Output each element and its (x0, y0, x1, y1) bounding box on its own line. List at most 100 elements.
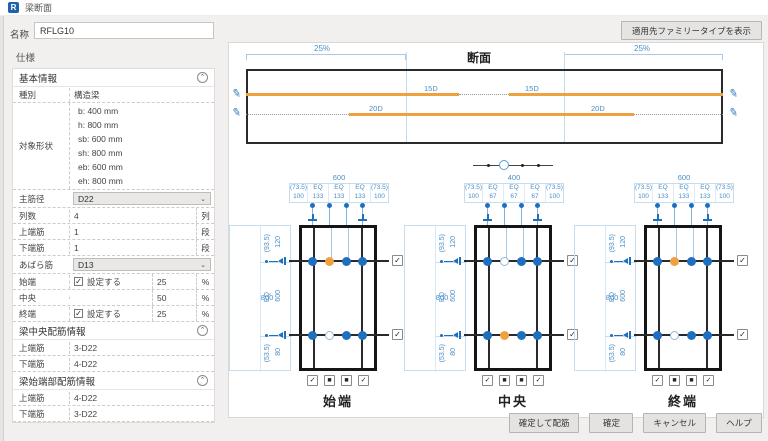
top-bars-input[interactable]: 1 (69, 225, 196, 238)
column-checkbox[interactable]: ✓ (482, 375, 493, 386)
edit-pencil-icon[interactable]: ✎ (727, 87, 740, 101)
row-startend-top: 上端筋 4-D22 (13, 390, 214, 406)
rebar-dot[interactable] (703, 256, 712, 266)
rebar-dot[interactable] (653, 330, 662, 340)
slider-thumb[interactable] (499, 160, 509, 170)
rebar-dot[interactable] (703, 330, 712, 340)
rebar-dot[interactable] (533, 330, 542, 340)
section-header-center-rebar[interactable]: 梁中央配筋情報 ⌃ (13, 322, 214, 340)
bottom-rebar-segment[interactable] (349, 113, 634, 116)
stem-dot[interactable] (519, 203, 524, 208)
column-checkbox[interactable]: ✓ (358, 375, 369, 386)
stirrup-dropdown[interactable]: D13 ⌄ (73, 258, 211, 271)
start-checkbox[interactable]: ✓ (74, 276, 83, 286)
edit-pencil-icon[interactable]: ✎ (230, 106, 243, 120)
help-button[interactable]: ヘルプ (716, 413, 762, 433)
center-bottom-value[interactable]: 4-D22 (69, 357, 214, 370)
row-handle-icon[interactable] (610, 331, 632, 339)
stem-dot[interactable] (672, 203, 677, 208)
rebar-dot[interactable] (308, 330, 317, 340)
row-handle-icon[interactable] (265, 257, 287, 265)
rebar-dot[interactable] (325, 330, 334, 340)
stem-dot[interactable] (689, 203, 694, 208)
rebar-dot[interactable] (308, 256, 317, 266)
rebar-dot[interactable] (670, 330, 679, 340)
rebar-dot[interactable] (500, 330, 509, 340)
cancel-button[interactable]: キャンセル (643, 413, 706, 433)
stem-dot[interactable] (655, 203, 660, 208)
rebar-dot[interactable] (358, 330, 367, 340)
stem-dot[interactable] (327, 203, 332, 208)
rebar-dot[interactable] (483, 330, 492, 340)
column-checkbox[interactable]: ■ (324, 375, 335, 386)
main-bar-dropdown[interactable]: D22 ⌄ (73, 192, 211, 205)
position-slider[interactable] (473, 160, 553, 171)
stem-dot[interactable] (502, 203, 507, 208)
column-checkbox[interactable]: ✓ (703, 375, 714, 386)
collapse-icon[interactable]: ⌃ (197, 72, 208, 83)
show-family-types-button[interactable]: 適用先ファミリータイプを表示 (620, 21, 762, 40)
column-checkbox[interactable]: ✓ (652, 375, 663, 386)
rebar-dot[interactable] (483, 256, 492, 266)
column-checkboxes: ✓ ■ ■ ✓ (634, 375, 734, 386)
column-checkbox[interactable]: ■ (499, 375, 510, 386)
rebar-dot[interactable] (533, 256, 542, 266)
stem-dot[interactable] (485, 203, 490, 208)
row-handle-icon[interactable] (265, 331, 287, 339)
rebar-dot[interactable] (517, 256, 526, 266)
start-pct-input[interactable]: 25 (152, 274, 196, 289)
bottom-bars-input[interactable]: 1 (69, 241, 196, 254)
stem-dot[interactable] (705, 203, 710, 208)
row-checkbox[interactable]: ✓ (392, 329, 403, 340)
confirm-button[interactable]: 確定 (589, 413, 634, 433)
row-checkbox[interactable]: ✓ (737, 255, 748, 266)
rebar-dot[interactable] (687, 256, 696, 266)
top-rebar-segment[interactable] (509, 93, 723, 96)
end-checkbox[interactable]: ✓ (74, 308, 83, 318)
row-checkbox[interactable]: ✓ (567, 255, 578, 266)
rebar-dot[interactable] (325, 256, 334, 266)
column-checkbox[interactable]: ✓ (307, 375, 318, 386)
startend-top-value[interactable]: 4-D22 (69, 391, 214, 404)
row-handle-icon[interactable] (440, 257, 462, 265)
beam-elevation-outline (246, 69, 723, 144)
row-checkbox[interactable]: ✓ (567, 329, 578, 340)
column-checkbox[interactable]: ✓ (533, 375, 544, 386)
rebar-dot[interactable] (342, 330, 351, 340)
bottom-rebar-gap (634, 114, 723, 115)
startend-bottom-value[interactable]: 3-D22 (69, 407, 214, 420)
name-input[interactable] (34, 22, 214, 39)
columns-input[interactable]: 4 (69, 209, 196, 222)
stem-dot[interactable] (360, 203, 365, 208)
rebar-dot[interactable] (687, 330, 696, 340)
row-handle-icon[interactable] (440, 331, 462, 339)
edit-pencil-icon[interactable]: ✎ (230, 87, 243, 101)
confirm-and-rebar-button[interactable]: 確定して配筋 (508, 413, 580, 433)
column-checkbox[interactable]: ■ (341, 375, 352, 386)
stem-dot[interactable] (344, 203, 349, 208)
type-value[interactable]: 構造梁 (69, 87, 214, 102)
rebar-dot[interactable] (517, 330, 526, 340)
rebar-dot[interactable] (653, 256, 662, 266)
section-header-start-rebar[interactable]: 梁始端部配筋情報 ⌃ (13, 372, 214, 390)
rebar-dot[interactable] (500, 256, 509, 266)
collapse-icon[interactable]: ⌃ (197, 375, 208, 386)
section-header-basic-info[interactable]: 基本情報 ⌃ (13, 69, 214, 87)
rebar-dot[interactable] (358, 256, 367, 266)
column-checkbox[interactable]: ■ (516, 375, 527, 386)
mid-pct-input[interactable]: 50 (152, 290, 196, 305)
end-pct-input[interactable]: 25 (152, 306, 196, 321)
rebar-dot[interactable] (670, 256, 679, 266)
column-checkbox[interactable]: ■ (686, 375, 697, 386)
stem-dot[interactable] (310, 203, 315, 208)
row-checkbox[interactable]: ✓ (737, 329, 748, 340)
center-top-value[interactable]: 3-D22 (69, 341, 214, 354)
collapse-icon[interactable]: ⌃ (197, 325, 208, 336)
stem-dot[interactable] (535, 203, 540, 208)
column-checkbox[interactable]: ■ (669, 375, 680, 386)
rebar-dot[interactable] (342, 256, 351, 266)
row-handle-icon[interactable] (610, 257, 632, 265)
top-rebar-segment[interactable] (246, 93, 459, 96)
edit-pencil-icon[interactable]: ✎ (727, 106, 740, 120)
row-checkbox[interactable]: ✓ (392, 255, 403, 266)
